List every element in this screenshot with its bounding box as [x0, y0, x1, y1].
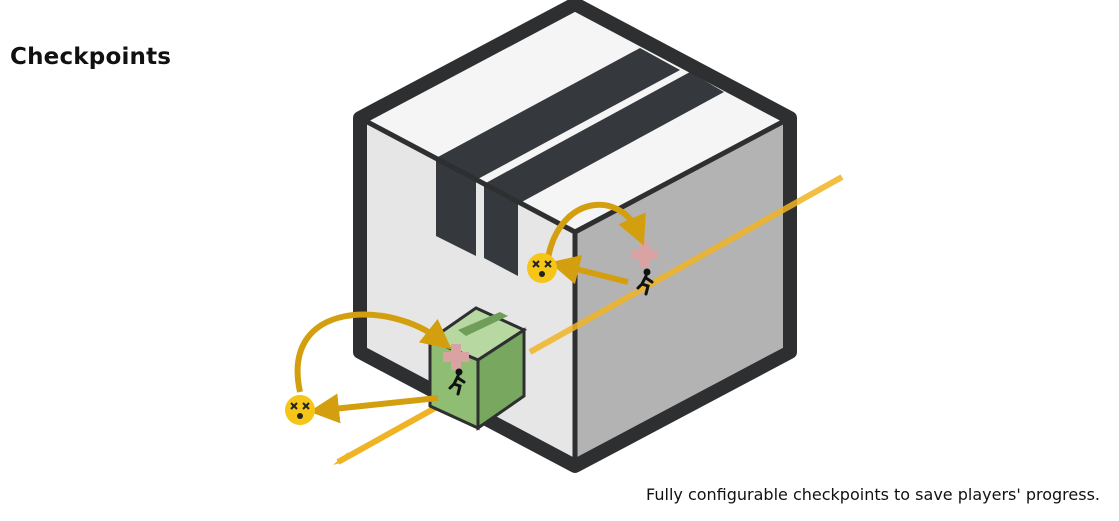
tape-drop-2: [484, 184, 518, 276]
tape-strip-2: [484, 72, 724, 204]
running-person-icon: [448, 368, 466, 396]
health-cross-icon: [631, 242, 657, 268]
respawn-arrow: [294, 311, 452, 393]
tape-strip-1: [436, 48, 680, 180]
death-arrow: [309, 393, 439, 424]
respawn-arrow: [545, 201, 646, 259]
death-arrow: [549, 255, 629, 285]
health-cross-icon: [443, 344, 469, 370]
dead-face-icon: [285, 395, 315, 425]
page-title: Checkpoints: [10, 44, 172, 70]
running-person-icon: [636, 268, 654, 296]
crate-outline: [353, 0, 797, 473]
dead-face-icon: [527, 253, 557, 283]
caption: Fully configurable checkpoints to save p…: [646, 485, 1100, 504]
tape-drop-1: [436, 158, 476, 256]
